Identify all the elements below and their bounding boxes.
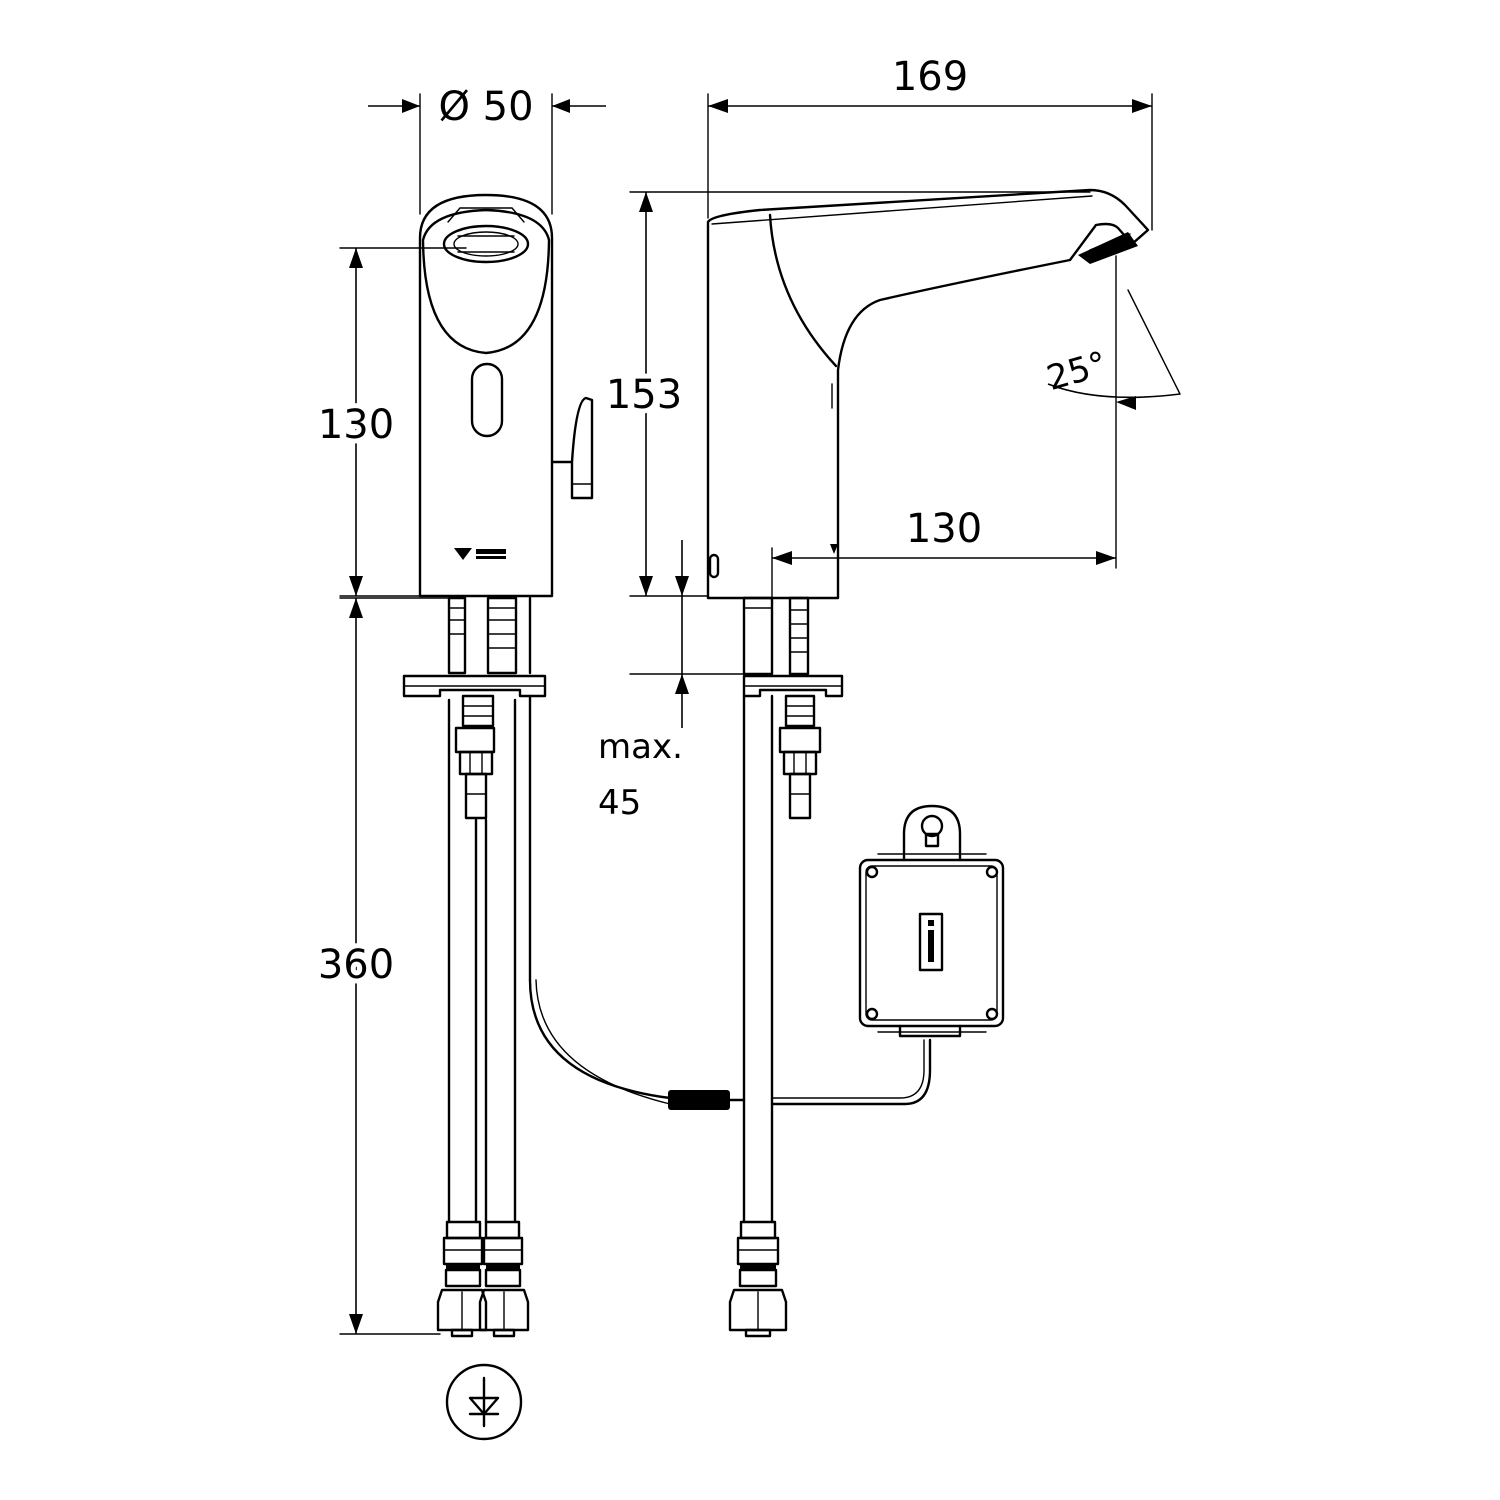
side-body-spout <box>706 188 1150 600</box>
side-tube <box>742 596 774 676</box>
side-lever <box>550 396 594 500</box>
water-supply-symbol-icon <box>445 1363 523 1441</box>
deck-max-word: max. <box>598 727 683 767</box>
aerator-outlet <box>442 224 530 264</box>
front-view <box>402 193 594 1441</box>
angle-label: 25° <box>1042 344 1111 399</box>
front-shank-left <box>447 596 467 675</box>
reach-label: 130 <box>906 506 982 552</box>
brand-logo <box>454 548 472 560</box>
side-mounting-plate <box>742 674 844 698</box>
front-mounting-plate <box>402 674 547 698</box>
info-i-icon <box>918 912 944 972</box>
cable-connector <box>668 1090 730 1110</box>
side-view <box>706 188 1150 1338</box>
front-sensor-window <box>421 208 551 355</box>
front-shank-right <box>486 596 518 675</box>
height-side-label: 153 <box>606 372 682 418</box>
front-sensor <box>470 362 504 438</box>
dimensions: Ø 50 169 130 153 max. 45 <box>313 54 1181 1335</box>
control-unit <box>528 804 1005 1110</box>
front-body <box>418 193 554 598</box>
height-front-label: 130 <box>318 402 394 448</box>
deck-max-value: 45 <box>598 783 641 823</box>
sensor-cable <box>528 978 672 1100</box>
side-aerator <box>1078 232 1138 264</box>
length-total-label: 169 <box>892 54 968 100</box>
hose-length-label: 360 <box>318 942 394 988</box>
diameter-label: Ø 50 <box>438 84 533 130</box>
